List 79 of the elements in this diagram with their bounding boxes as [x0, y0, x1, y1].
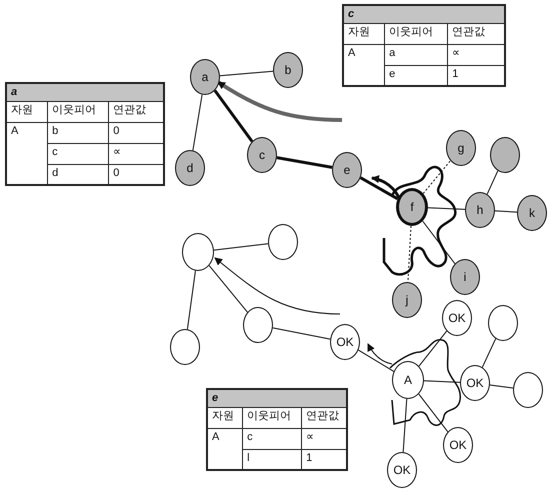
peer-node — [330, 324, 360, 360]
connector-line — [358, 350, 394, 372]
column-header: 자원 — [6, 101, 48, 122]
connector-line — [494, 210, 518, 213]
peer-node — [243, 307, 273, 343]
connector-line — [486, 170, 498, 195]
node-label: i — [464, 271, 466, 283]
connector-line — [428, 207, 466, 210]
table-title: c — [343, 5, 505, 23]
node-label: OK — [336, 336, 354, 348]
node-label: a — [202, 71, 208, 83]
connector-line — [422, 220, 456, 264]
table-title: a — [6, 83, 164, 101]
connector-line — [219, 70, 274, 76]
node-label: A — [404, 374, 412, 386]
peer-node — [392, 361, 424, 399]
node-label: c — [259, 149, 265, 161]
node-label: OK — [449, 439, 467, 451]
shaded-node — [446, 130, 476, 166]
node-label: g — [458, 142, 464, 154]
connector-line — [276, 156, 332, 169]
peer-node — [387, 452, 417, 488]
node-label: j — [406, 294, 408, 306]
shaded-node — [465, 192, 495, 228]
column-header: 이웃피어 — [384, 23, 448, 44]
connector-line — [360, 176, 398, 200]
connector-line — [402, 398, 408, 453]
node-label: d — [186, 162, 194, 174]
connector-line — [489, 384, 514, 389]
data-table — [206, 388, 348, 471]
shaded-node — [247, 137, 277, 173]
node-label: k — [529, 207, 535, 219]
node-label: b — [284, 64, 292, 76]
shaded-node — [190, 59, 220, 95]
node-label: OK — [393, 464, 411, 476]
connector-line — [418, 330, 448, 367]
node-label: h — [476, 204, 484, 216]
connector-line — [214, 90, 254, 142]
node-label: OK — [466, 377, 484, 389]
column-header: 자원 — [343, 23, 385, 44]
shaded-node — [490, 137, 520, 173]
node-label: f — [410, 201, 414, 213]
column-header: 이웃피어 — [48, 101, 109, 122]
peer-node — [182, 233, 214, 271]
connector-line — [272, 327, 331, 340]
peer-node — [170, 329, 200, 365]
column-header: 자원 — [207, 407, 243, 428]
connector-line — [186, 270, 196, 330]
connector-line — [482, 338, 496, 368]
peer-node — [460, 365, 490, 401]
table-title: e — [207, 389, 347, 407]
table-cell: b — [48, 122, 109, 143]
peer-node — [488, 305, 518, 341]
shaded-node — [332, 152, 362, 188]
node-label: OK — [448, 312, 466, 324]
peer-node — [442, 300, 472, 336]
peer-node — [268, 224, 298, 260]
data-table — [5, 82, 165, 186]
connector-line — [424, 380, 460, 383]
shaded-node — [396, 188, 428, 226]
peer-node — [513, 372, 543, 408]
connector-line — [422, 160, 451, 194]
table-cell: c — [242, 428, 302, 449]
shaded-node — [175, 150, 205, 186]
connector-line — [407, 225, 412, 283]
data-table — [342, 4, 506, 87]
connector-line — [213, 243, 269, 251]
connector-line — [208, 265, 248, 313]
shaded-node — [273, 52, 303, 88]
table-cell: a — [384, 44, 448, 65]
shaded-node — [517, 195, 547, 231]
shaded-node — [450, 259, 480, 295]
node-label: e — [344, 164, 350, 176]
connector-line — [418, 394, 448, 432]
table-cell: c — [48, 143, 109, 164]
connector-line — [192, 94, 203, 151]
peer-node — [443, 427, 473, 463]
shaded-node — [392, 282, 422, 318]
column-header: 이웃피어 — [242, 407, 302, 428]
